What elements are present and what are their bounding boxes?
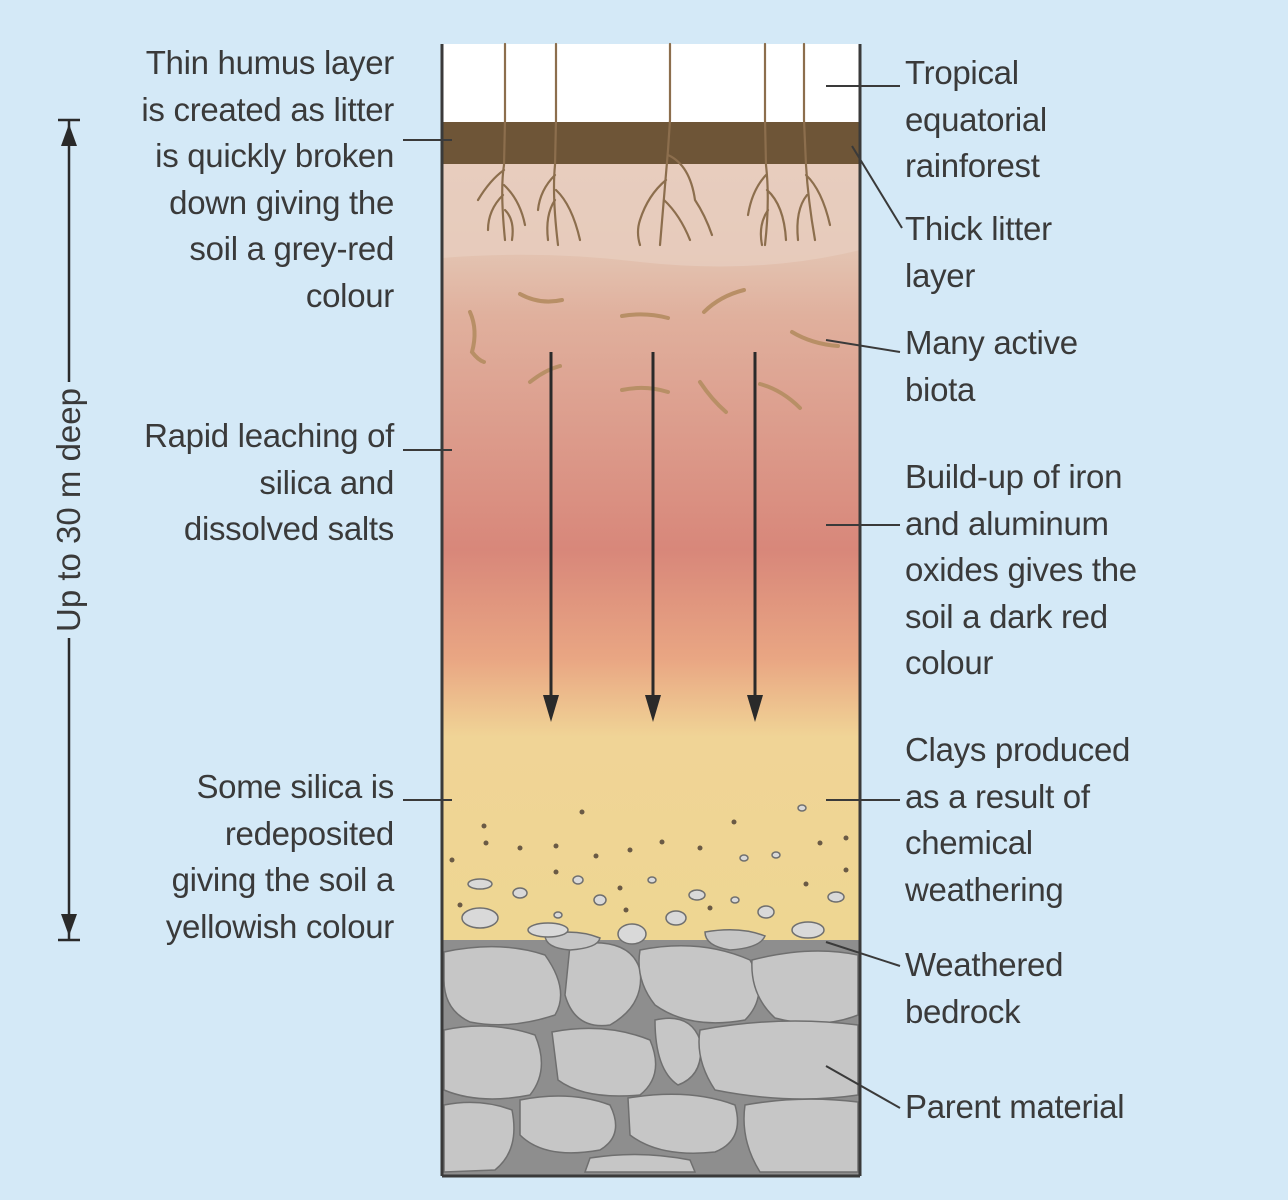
label-line: Tropical (905, 54, 1019, 91)
label-iron-aluminum-oxides: Build-up of iron and aluminum oxides giv… (905, 454, 1137, 687)
label-line: Many active (905, 324, 1078, 361)
label-line: weathering (905, 870, 1064, 908)
label-line: colour (305, 276, 394, 314)
label-line: Thin humus layer (145, 44, 395, 81)
label-many-active-biota: Many active biota (905, 320, 1078, 413)
biota-worms (468, 288, 840, 414)
label-line: Clays produced (905, 731, 1131, 768)
tree-roots (476, 42, 832, 247)
label-line: bedrock (905, 992, 1021, 1030)
depth-label: Up to 30 m deep (50, 382, 88, 638)
leader-lines (403, 85, 903, 1109)
label-line: soil a grey-red (189, 230, 394, 267)
label-line: layer (905, 256, 976, 294)
label-line: Thick litter (905, 210, 1052, 247)
label-line: rainforest (905, 147, 1040, 184)
label-line: Parent material (905, 1088, 1125, 1125)
label-line: Weathered (905, 946, 1064, 983)
label-line: silica and (259, 463, 394, 501)
label-line: Some silica is (196, 768, 394, 805)
label-line: soil a dark red (905, 597, 1108, 635)
label-line: dissolved salts (183, 510, 394, 547)
clay-dots (449, 809, 849, 913)
leaching-arrows (549, 352, 757, 700)
rainforest-zone (442, 44, 860, 124)
label-thin-humus: Thin humus layer is created as litter is… (141, 40, 394, 319)
label-line: yellowish colour (165, 907, 394, 945)
rocks (443, 929, 859, 1173)
clay-pebbles (461, 804, 845, 945)
humus-band (442, 160, 860, 267)
label-weathered-bedrock: Weathered bedrock (905, 942, 1063, 1035)
label-thick-litter: Thick litter layer (905, 206, 1052, 299)
litter-layer (442, 122, 860, 164)
label-line: is quickly broken (155, 137, 394, 174)
label-line: giving the soil a (171, 861, 395, 898)
label-rapid-leaching: Rapid leaching of silica and dissolved s… (144, 413, 394, 553)
label-line: colour (905, 644, 994, 681)
label-line: chemical (905, 824, 1033, 861)
label-line: is created as litter (141, 90, 394, 128)
label-line: as a result of (905, 777, 1090, 815)
label-clays-produced: Clays produced as a result of chemical w… (905, 727, 1130, 913)
depth-arrowheads (61, 124, 77, 936)
soil-horizon (442, 160, 860, 945)
label-line: and aluminum (905, 504, 1109, 542)
label-line: oxides gives the (905, 551, 1137, 588)
label-line: biota (905, 370, 976, 408)
label-line: Rapid leaching of (144, 417, 394, 454)
label-some-silica: Some silica is redeposited giving the so… (166, 764, 394, 950)
label-line: equatorial (905, 100, 1047, 138)
label-line: redeposited (224, 814, 394, 852)
label-line: down giving the (169, 183, 394, 221)
label-tropical-rainforest: Tropical equatorial rainforest (905, 50, 1047, 190)
label-parent-material: Parent material (905, 1084, 1125, 1131)
label-line: Build-up of iron (905, 458, 1123, 495)
leaching-arrowheads (543, 695, 763, 722)
